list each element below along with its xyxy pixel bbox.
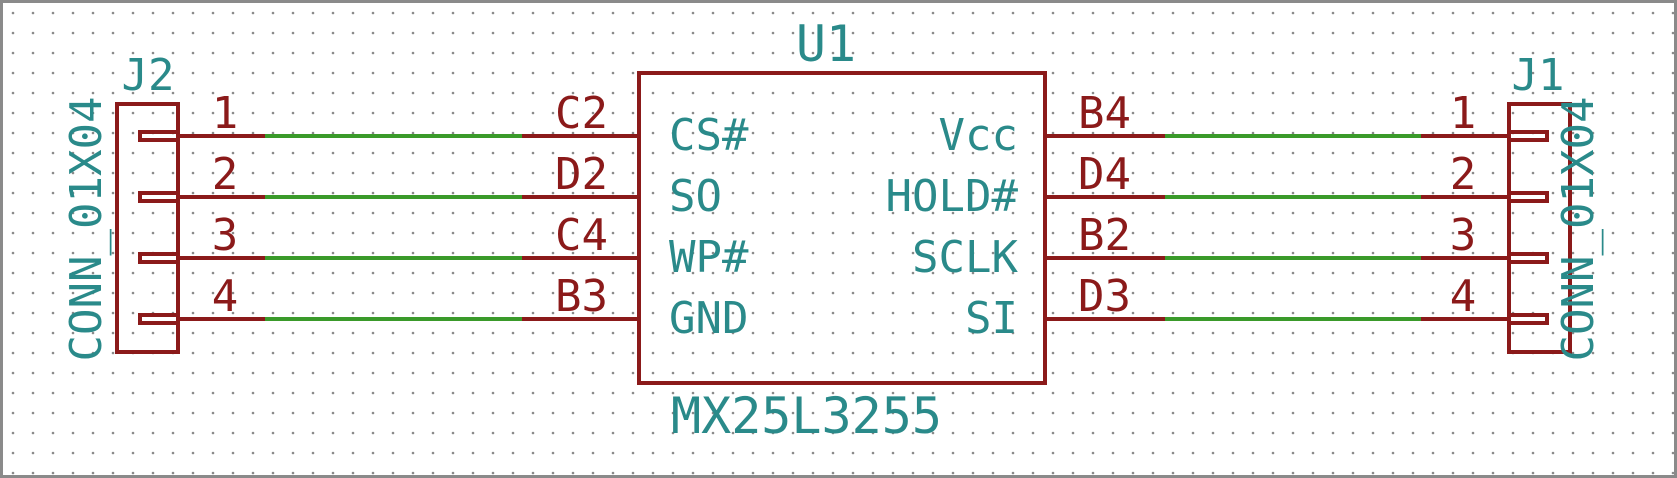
u1-pin-name-right: SCLK [912,232,1018,283]
j2-pin-stubs [138,130,265,325]
u1-pin-number-left: D2 [555,149,608,200]
u1-left-pin-lines [522,134,639,321]
component-u1[interactable]: U1 MX25L3255 C2 D2 C4 B3 CS# SO WP# GND … [522,15,1165,445]
u1-body[interactable] [637,71,1047,385]
j1-pin-contact [1507,130,1549,142]
u1-pin-number-left: C4 [555,210,608,261]
u1-pin-name-right: Vcc [939,110,1018,161]
u1-right-pin-lines [1045,134,1165,321]
u1-reference: U1 [796,15,856,73]
u1-pin-name-left: SO [669,171,722,222]
u1-pin-number-left: C2 [555,88,608,139]
u1-pin-name-left: GND [669,293,748,344]
j1-pin-number: 3 [1450,210,1477,261]
u1-value: MX25L3255 [671,387,942,445]
schematic-svg: U1 MX25L3255 C2 D2 C4 B3 CS# SO WP# GND … [3,3,1674,475]
grid-background [3,3,1674,475]
j2-pin-contact [138,313,180,325]
j1-body[interactable] [1507,102,1572,354]
u1-pin-name-left: CS# [669,110,749,161]
j2-pin-number: 1 [212,88,239,139]
j2-pin-contact [138,191,180,203]
j2-value: CONN_01X04 [61,97,112,362]
j1-pin-contact [1507,313,1549,325]
j1-pin-contact [1507,191,1549,203]
j1-pin-number: 1 [1450,88,1477,139]
wires [265,134,1421,321]
component-j1[interactable]: J1 CONN_01X04 1 2 3 4 [1421,50,1604,361]
u1-pin-number-right: B4 [1078,88,1131,139]
u1-pin-number-right: B2 [1078,210,1131,261]
u1-pin-name-right: SI [965,293,1018,344]
j1-value: CONN_01X04 [1553,97,1604,362]
j2-pin-contact [138,130,180,142]
u1-pin-number-left: B3 [555,271,608,322]
j2-body[interactable] [115,102,180,354]
j2-pin-number: 3 [212,210,239,261]
j1-pin-stubs [1421,130,1549,325]
j1-pin-number: 4 [1450,271,1477,322]
j2-pin-number: 2 [212,149,239,200]
j1-pin-contact [1507,252,1549,264]
j2-pin-contact [138,252,180,264]
u1-pin-number-right: D3 [1078,271,1131,322]
u1-pin-name-right: HOLD# [886,171,1019,222]
j2-pin-number: 4 [212,271,239,322]
component-j2[interactable]: J2 CONN_01X04 1 2 3 4 [61,50,265,361]
j1-pin-number: 2 [1450,149,1477,200]
j1-reference: J1 [1512,50,1565,101]
j2-reference: J2 [122,50,175,101]
u1-pin-name-left: WP# [669,232,749,283]
u1-pin-number-right: D4 [1078,149,1131,200]
